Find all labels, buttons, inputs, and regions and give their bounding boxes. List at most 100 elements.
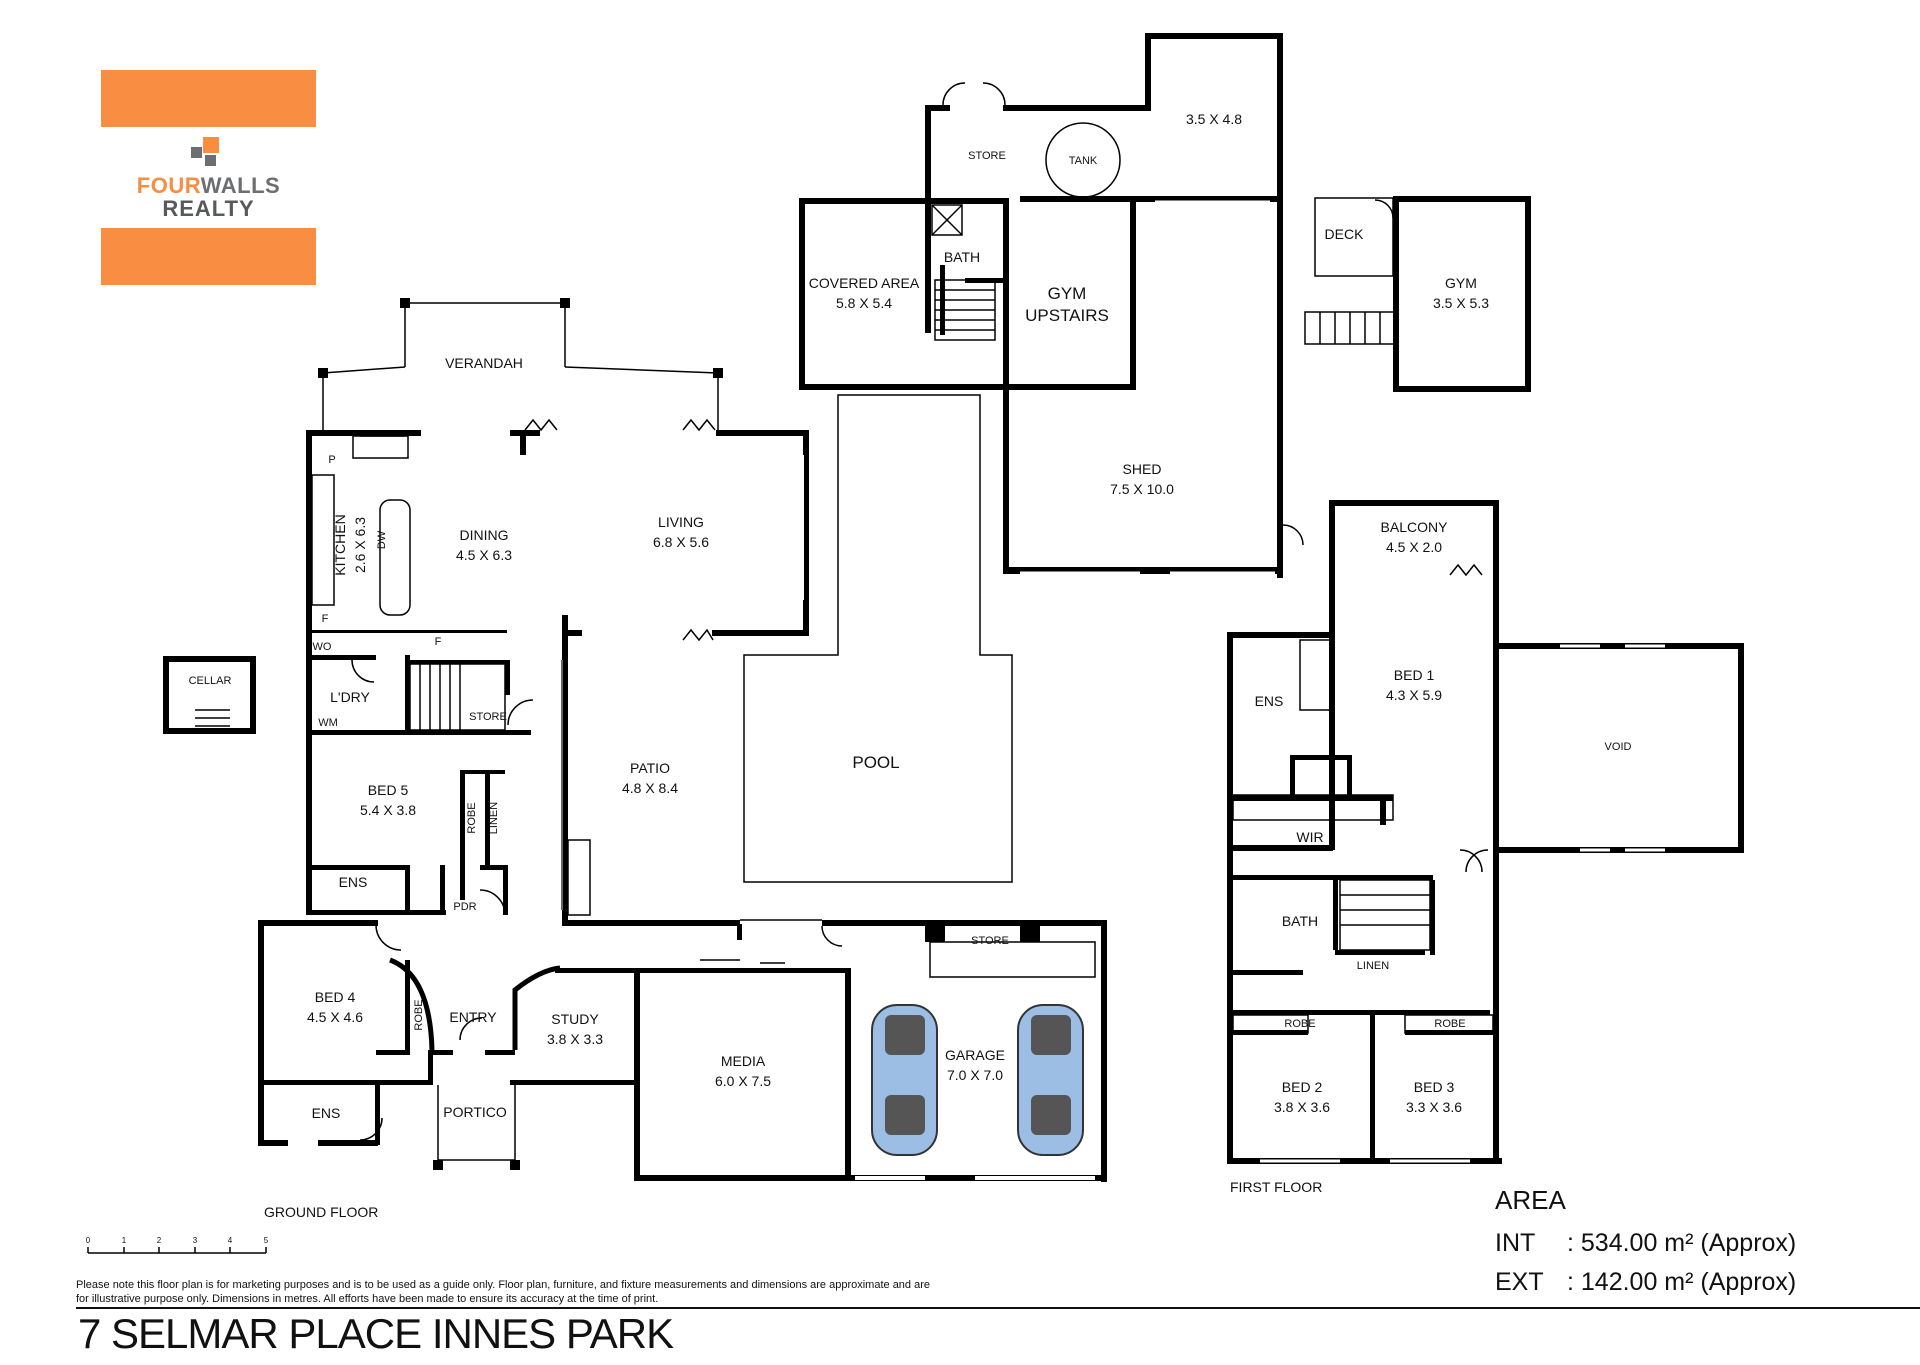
label-void: VOID	[1605, 741, 1632, 753]
label-portico: PORTICO	[443, 1104, 507, 1120]
label-entry: ENTRY	[449, 1009, 497, 1025]
size-bed4: 4.5 X 4.6	[307, 1009, 363, 1025]
size-living: 6.8 X 5.6	[653, 534, 709, 550]
deck-stairs	[1304, 311, 1396, 345]
label-wir: WIR	[1296, 829, 1323, 845]
area-int-row: INT : 534.00 m² (Approx)	[1495, 1224, 1796, 1263]
area-ext-label: EXT	[1495, 1268, 1544, 1296]
size-balcony: 4.5 X 2.0	[1386, 539, 1442, 555]
scale-tick-4: 4	[228, 1236, 233, 1245]
scale-tick-5: 5	[264, 1236, 269, 1245]
area-int-value: : 534.00 m² (Approx)	[1567, 1229, 1797, 1257]
label-store-shed: STORE	[968, 150, 1006, 162]
title-divider	[76, 1307, 1920, 1309]
size-bed1: 4.3 X 5.9	[1386, 687, 1442, 703]
ground-walls	[163, 430, 1107, 1182]
label-balcony: BALCONY	[1381, 519, 1449, 535]
scale-bar: 0 1 2 3 4 5	[86, 1236, 269, 1254]
garage-cars	[871, 1004, 1084, 1156]
label-gym: GYM	[1445, 275, 1477, 291]
label-kitchen: KITCHEN	[332, 514, 348, 575]
kitchen-bench	[311, 474, 335, 606]
ground-stairs	[409, 663, 506, 731]
size-bed2: 3.8 X 3.6	[1274, 1099, 1330, 1115]
pool-outline	[743, 394, 1013, 883]
size-room-35x48: 3.5 X 4.8	[1186, 111, 1242, 127]
label-f2: F	[435, 636, 442, 648]
size-shed: 7.5 X 10.0	[1110, 481, 1174, 497]
brand-logo: FOURWALLS REALTY	[101, 70, 316, 285]
label-wm: WM	[318, 717, 338, 729]
scale-tick-1: 1	[122, 1236, 127, 1245]
label-study: STUDY	[551, 1011, 599, 1027]
label-pool: POOL	[852, 753, 899, 772]
logo-realty: REALTY	[162, 196, 255, 221]
cellar-stairs	[195, 709, 230, 727]
label-ens-bed4: ENS	[312, 1105, 341, 1121]
label-ens-bed5: ENS	[339, 874, 368, 890]
logo-four: FOUR	[136, 173, 201, 198]
label-bed4: BED 4	[315, 989, 356, 1005]
label-dining: DINING	[460, 527, 509, 543]
property-address: 7 SELMAR PLACE INNES PARK	[78, 1310, 674, 1357]
label-living: LIVING	[658, 514, 704, 530]
ground-floor-label: GROUND FLOOR	[264, 1204, 379, 1220]
area-ext-row: EXT : 142.00 m² (Approx)	[1495, 1263, 1796, 1302]
area-title: AREA	[1495, 1185, 1566, 1215]
car-icon	[1017, 1004, 1084, 1156]
car-icon	[871, 1004, 938, 1156]
label-covered-area: COVERED AREA	[809, 275, 920, 291]
area-ext-value: : 142.00 m² (Approx)	[1567, 1268, 1797, 1296]
area-int-label: INT	[1495, 1229, 1536, 1257]
label-robe-bed2: ROBE	[1284, 1018, 1315, 1030]
label-store-garage: STORE	[971, 935, 1009, 947]
label-pantry: P	[328, 454, 335, 466]
size-bed5: 5.4 X 3.8	[360, 802, 416, 818]
label-bath-first: BATH	[1282, 913, 1318, 929]
logo-brand-name: FOURWALLS	[101, 173, 316, 199]
size-patio: 4.8 X 8.4	[622, 780, 678, 796]
logo-top-band	[101, 70, 316, 127]
label-shed: SHED	[1123, 461, 1162, 477]
label-ens-bed1: ENS	[1255, 693, 1284, 709]
label-tank: TANK	[1069, 155, 1098, 167]
first-floor-label: FIRST FLOOR	[1230, 1179, 1323, 1195]
kitchen-island	[379, 499, 411, 616]
logo-bottom-band	[101, 228, 316, 285]
disclaimer-text: Please note this floor plan is for marke…	[76, 1279, 930, 1305]
label-wo: WO	[313, 641, 332, 653]
logo-walls: WALLS	[200, 173, 281, 198]
label-garage: GARAGE	[945, 1047, 1005, 1063]
label-robe-bed3: ROBE	[1434, 1018, 1465, 1030]
room-labels: VERANDAH DINING 4.5 X 6.3 LIVING 6.8 X 5…	[189, 111, 1632, 1121]
label-bed5: BED 5	[368, 782, 409, 798]
ground-openings	[195, 394, 1096, 1180]
shed-walls	[799, 33, 1304, 578]
size-gym: 3.5 X 5.3	[1433, 295, 1489, 311]
label-linen-ground: LINEN	[488, 802, 500, 834]
garage-store-cabinets	[929, 941, 1096, 978]
area-summary: AREA INT : 534.00 m² (Approx) EXT : 142.00…	[1495, 1185, 1796, 1302]
scale-tick-3: 3	[193, 1236, 198, 1245]
patio-bbq	[567, 839, 591, 916]
size-covered-area: 5.8 X 5.4	[836, 295, 892, 311]
label-robe-bed4: ROBE	[413, 999, 425, 1030]
label-robe-bed5: ROBE	[466, 802, 478, 833]
scale-tick-0: 0	[86, 1236, 91, 1245]
label-pdr: PDR	[453, 901, 476, 913]
size-media: 6.0 X 7.5	[715, 1073, 771, 1089]
label-dishwasher: DW	[376, 530, 388, 549]
label-linen-first: LINEN	[1357, 960, 1389, 972]
tank-icon	[1045, 122, 1121, 198]
label-fridge: F	[322, 613, 329, 625]
size-study: 3.8 X 3.3	[547, 1031, 603, 1047]
label-patio: PATIO	[630, 760, 670, 776]
label-deck: DECK	[1325, 226, 1365, 242]
label-bath-shed: BATH	[944, 249, 980, 265]
size-garage: 7.0 X 7.0	[947, 1067, 1003, 1083]
logo-squares-icon	[191, 137, 219, 166]
label-store-ground: STORE	[469, 711, 507, 723]
label-bed3: BED 3	[1414, 1079, 1455, 1095]
first-floor-stairs	[1339, 879, 1431, 951]
